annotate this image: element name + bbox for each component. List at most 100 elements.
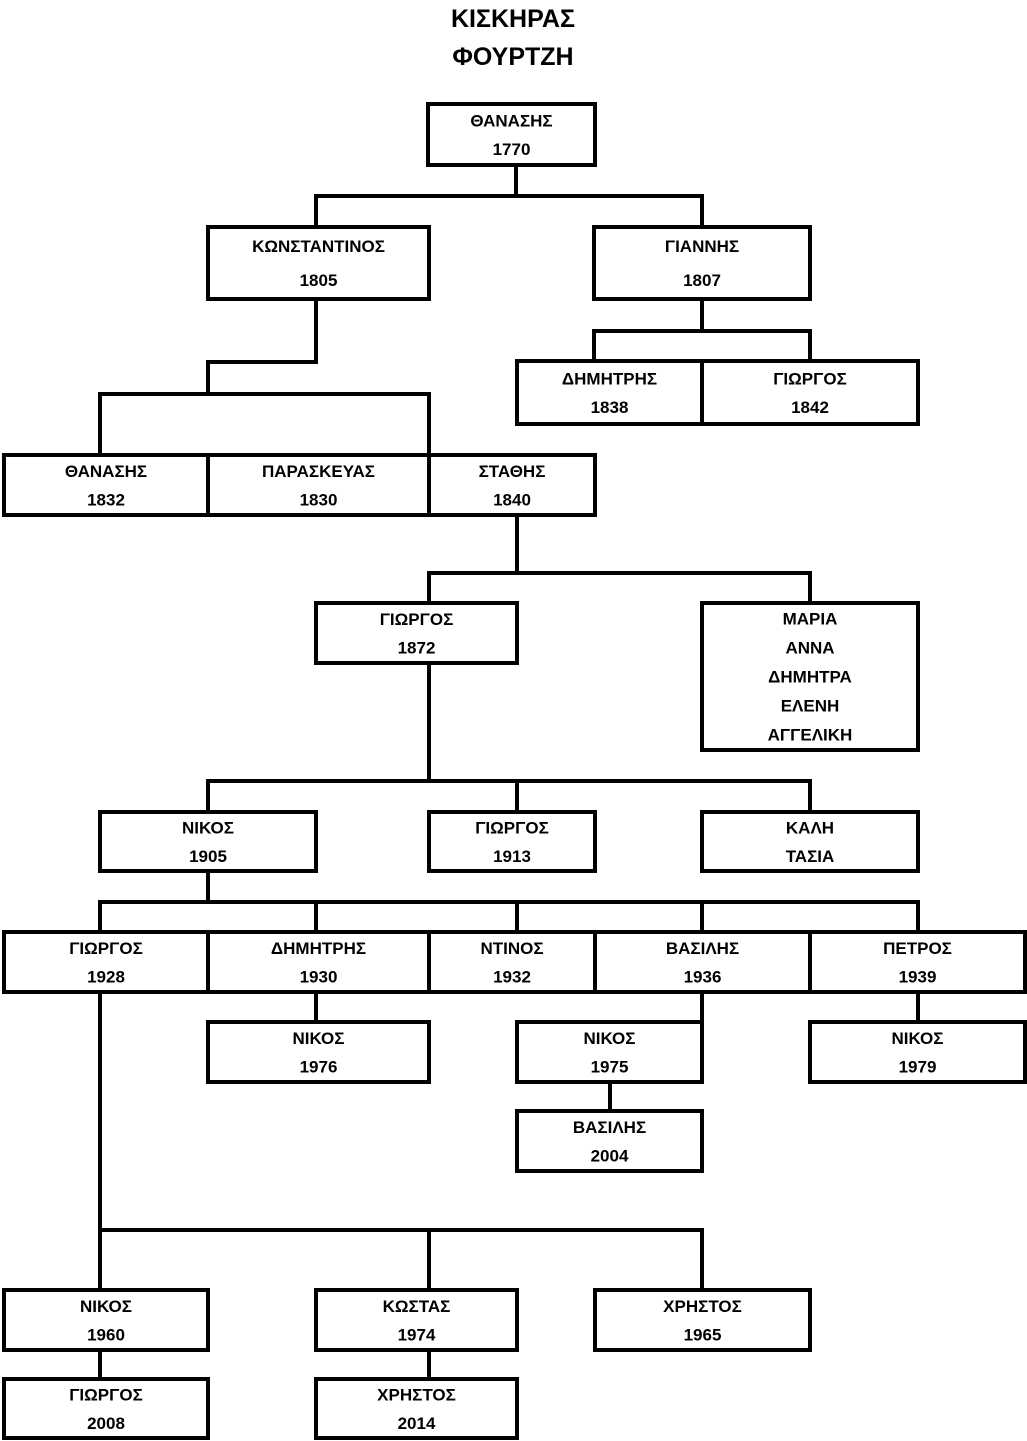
person-box-n14: ΓΙΩΡΓΟΣ 1928 (2, 930, 210, 994)
person-birth-year: 1974 (398, 1325, 436, 1344)
person-name: ΑΓΓΕΛΙΚΗ (768, 726, 853, 745)
person-birth-year: 1913 (493, 847, 531, 866)
person-birth-year: 1842 (791, 398, 829, 417)
person-box-frame (426, 102, 597, 167)
person-box-frame (206, 453, 431, 517)
person-name: ΝΙΚΟΣ (892, 1029, 944, 1048)
person-box-n5: ΓΙΩΡΓΟΣ 1842 (700, 359, 920, 426)
person-name: ΤΑΣΙΑ (786, 847, 835, 866)
person-box-frame (2, 1288, 210, 1352)
person-name: ΓΙΑΝΝΗΣ (665, 237, 739, 256)
person-box-n17: ΒΑΣΙΛΗΣ 1936 (593, 930, 812, 994)
person-box-frame (314, 1377, 519, 1440)
person-name: ΔΗΜΗΤΡΗΣ (562, 369, 657, 388)
person-box-frame (593, 1288, 812, 1352)
person-birth-year: 1979 (899, 1057, 937, 1076)
person-birth-year: 1905 (189, 847, 227, 866)
person-birth-year: 1976 (300, 1057, 338, 1076)
person-birth-year: 1830 (300, 490, 338, 509)
person-box-n25: ΧΡΗΣΤΟΣ 1965 (593, 1288, 812, 1352)
person-box-frame (206, 930, 431, 994)
person-name: ΑΝΝΑ (785, 639, 834, 658)
person-name: ΕΛΕΝΗ (781, 697, 840, 716)
person-box-frame (808, 1020, 1027, 1084)
person-name: ΝΤΙΝΟΣ (480, 939, 543, 958)
person-box-frame (427, 810, 597, 873)
person-box-frame (314, 1288, 519, 1352)
person-box-frame (593, 930, 812, 994)
person-box-frame (206, 225, 431, 301)
person-box-n3: ΓΙΑΝΝΗΣ 1807 (592, 225, 812, 301)
person-box-frame (206, 1020, 431, 1084)
person-name: ΝΙΚΟΣ (584, 1029, 636, 1048)
person-name: ΒΑΣΙΛΗΣ (666, 939, 739, 958)
person-name: ΓΙΩΡΓΟΣ (773, 369, 847, 388)
person-name: ΓΙΩΡΓΟΣ (380, 610, 454, 629)
person-name: ΣΤΑΘΗΣ (479, 462, 546, 481)
person-name: ΠΕΤΡΟΣ (883, 939, 952, 958)
person-box-frame (2, 453, 210, 517)
person-name: ΠΑΡΑΣΚΕΥΑΣ (262, 462, 375, 481)
connector-line-n2-0 (206, 297, 318, 396)
person-birth-year: 1770 (493, 140, 531, 159)
person-birth-year: 1805 (300, 271, 338, 290)
person-name: ΚΑΛΗ (786, 818, 834, 837)
person-box-frame (700, 601, 920, 752)
person-birth-year: 2008 (87, 1414, 125, 1433)
person-birth-year: 1930 (300, 967, 338, 986)
person-name: ΔΗΜΗΤΡΗΣ (271, 939, 366, 958)
person-box-frame (700, 359, 920, 426)
person-box-frame (427, 453, 597, 517)
person-birth-year: 1965 (684, 1325, 722, 1344)
person-birth-year: 1975 (591, 1057, 629, 1076)
person-name: ΓΙΩΡΓΟΣ (69, 939, 143, 958)
person-box-n1: ΘΑΝΑΣΗΣ 1770 (426, 102, 597, 167)
tree-title: ΚΙΣΚΗΡΑΣ ΦΟΥΡΤΖΗ (451, 5, 575, 71)
person-box-n13: ΚΑΛΗ ΤΑΣΙΑ (700, 810, 920, 873)
person-birth-year: 1832 (87, 490, 125, 509)
person-name: ΝΙΚΟΣ (293, 1029, 345, 1048)
person-name: ΘΑΝΑΣΗΣ (470, 111, 552, 130)
person-name: ΚΩΝΣΤΑΝΤΙΝΟΣ (252, 237, 385, 256)
person-box-n6: ΘΑΝΑΣΗΣ 1832 (2, 453, 210, 517)
person-box-frame (700, 810, 920, 873)
person-box-frame (314, 601, 519, 665)
person-box-frame (98, 810, 318, 873)
person-name: ΝΙΚΟΣ (182, 818, 234, 837)
person-birth-year: 1928 (87, 967, 125, 986)
person-box-n15: ΔΗΜΗΤΡΗΣ 1930 (206, 930, 431, 994)
person-birth-year: 1807 (683, 271, 721, 290)
person-box-n11: ΝΙΚΟΣ 1905 (98, 810, 318, 873)
person-birth-year: 1872 (398, 638, 436, 657)
person-box-frame (515, 1020, 704, 1084)
person-box-n9: ΓΙΩΡΓΟΣ 1872 (314, 601, 519, 665)
title-surname-2: ΦΟΥΡΤΖΗ (452, 43, 573, 71)
person-box-frame (2, 1377, 210, 1440)
person-name: ΧΡΗΣΤΟΣ (663, 1297, 742, 1316)
person-box-frame (592, 225, 812, 301)
person-birth-year: 1936 (684, 967, 722, 986)
person-name: ΓΙΩΡΓΟΣ (69, 1385, 143, 1404)
person-box-n26: ΓΙΩΡΓΟΣ 2008 (2, 1377, 210, 1440)
person-name: ΝΙΚΟΣ (80, 1297, 132, 1316)
person-name: ΘΑΝΑΣΗΣ (65, 462, 147, 481)
person-box-n2: ΚΩΝΣΤΑΝΤΙΝΟΣ 1805 (206, 225, 431, 301)
person-box-frame (427, 930, 597, 994)
person-box-n23: ΝΙΚΟΣ 1960 (2, 1288, 210, 1352)
person-box-frame (808, 930, 1027, 994)
connector-lines (98, 163, 920, 1381)
person-box-frame (515, 1109, 704, 1173)
person-name: ΜΑΡΙΑ (783, 610, 838, 629)
person-birth-year: 1960 (87, 1325, 125, 1344)
person-box-n7: ΠΑΡΑΣΚΕΥΑΣ 1830 (206, 453, 431, 517)
person-box-n21: ΝΙΚΟΣ 1979 (808, 1020, 1027, 1084)
person-name: ΧΡΗΣΤΟΣ (377, 1385, 456, 1404)
